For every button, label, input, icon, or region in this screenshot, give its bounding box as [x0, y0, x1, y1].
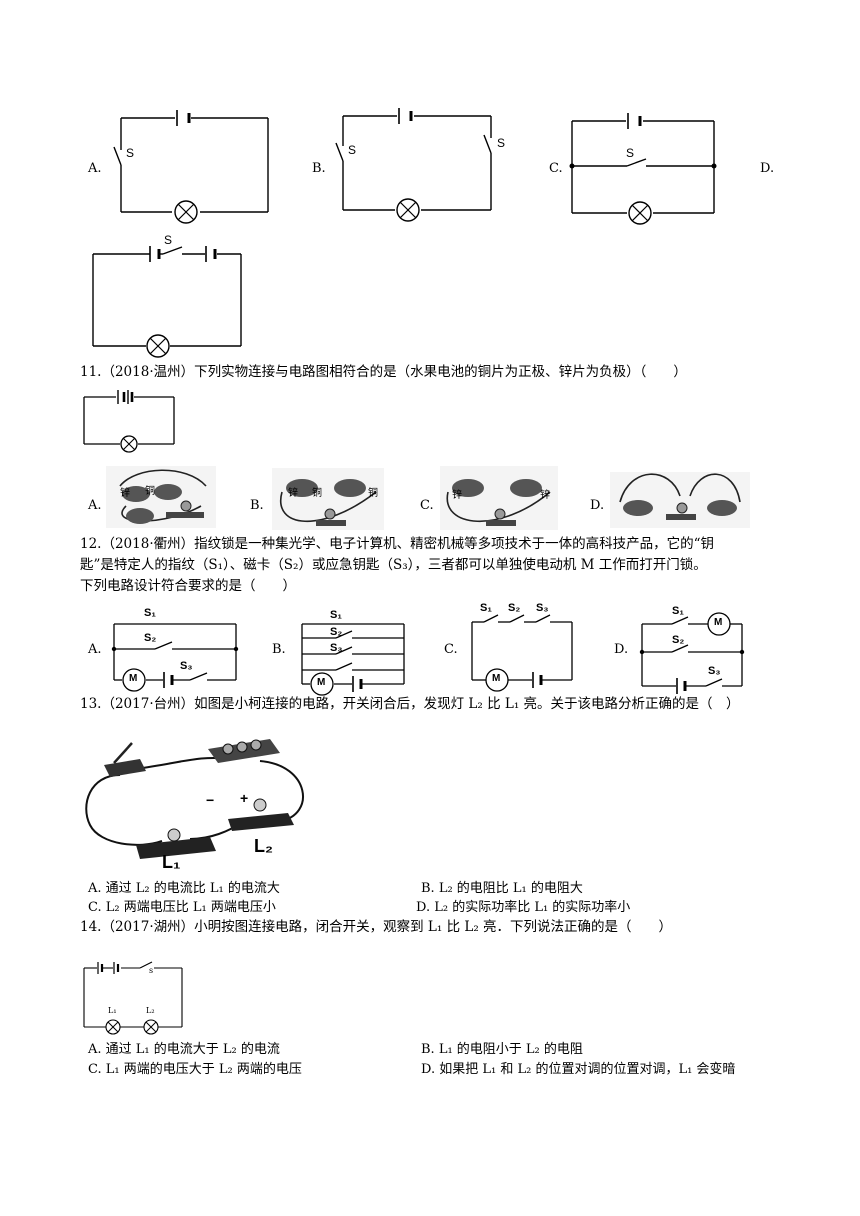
q12-d-s3-label: S₃: [708, 665, 721, 677]
q13-answer-d[interactable]: D. L₂ 的实际功率比 L₁ 的实际功率小: [416, 900, 631, 915]
q11-option-b-label[interactable]: B.: [250, 498, 264, 513]
q12-a-motor-label: M: [129, 673, 138, 684]
q11-a-zinc-label: 锌: [120, 488, 130, 499]
q12-b-motor-label: M: [317, 677, 326, 688]
q10-a-switch-label: S: [126, 146, 135, 160]
q11-stem: 11.（2018·温州）下列实物连接与电路图相符合的是（水果电池的铜片为正极、锌…: [80, 364, 687, 380]
q12-stem-line-2: 匙”是特定人的指纹（S₁）、磁卡（S₂）或应急钥匙（S₃），三者都可以单独使电动…: [80, 557, 707, 573]
q10-c-switch-label: S: [626, 146, 635, 160]
q10-d-switch-label: S: [164, 233, 173, 247]
q14-stem: 14.（2017·湖州）小明按图连接电路，闭合开关，观察到 L₁ 比 L₂ 亮．…: [80, 919, 673, 935]
q11-photo-c: [440, 466, 558, 530]
q14-answer-c[interactable]: C. L₁ 两端的电压大于 L₂ 两端的电压: [88, 1062, 302, 1077]
q12-option-a-label[interactable]: A.: [88, 642, 102, 657]
q12-option-c-label[interactable]: C.: [444, 642, 458, 657]
q12-option-b-label[interactable]: B.: [272, 642, 286, 657]
q10-option-d-label[interactable]: D.: [760, 161, 775, 176]
q11-b-copper-label-1: 铜: [312, 488, 322, 499]
q13-answer-a[interactable]: A. 通过 L₂ 的电流比 L₁ 的电流大: [88, 881, 280, 896]
q10-option-b-label[interactable]: B.: [312, 161, 326, 176]
q10-b-switch-label-left: S: [348, 143, 357, 157]
q12-option-d-label[interactable]: D.: [614, 642, 629, 657]
q12-a-s1-label: S₁: [144, 607, 156, 619]
q11-photo-d: [610, 472, 750, 528]
q12-c-s1-label: S₁: [480, 602, 492, 614]
q14-l1-label: L₁: [108, 1006, 117, 1015]
q11-a-copper-label: 铜: [145, 486, 155, 497]
q12-d-s1-label: S₁: [672, 605, 684, 617]
q14-switch-label: s: [149, 966, 154, 975]
q14-answer-a[interactable]: A. 通过 L₁ 的电流大于 L₂ 的电流: [88, 1042, 280, 1057]
q11-photo-a: [106, 466, 216, 528]
q13-minus-label: −: [206, 792, 215, 808]
q13-answer-c[interactable]: C. L₂ 两端电压比 L₁ 两端电压小: [88, 900, 276, 915]
q12-d-s2-label: S₂: [672, 634, 685, 646]
q13-l1-label: L₁: [162, 852, 181, 872]
q14-answer-d[interactable]: D. 如果把 L₁ 和 L₂ 的位置对调的位置对调，L₁ 会变暗: [421, 1062, 736, 1077]
q11-photo-b: [272, 468, 384, 530]
q12-b-s3-label: S₃: [330, 642, 343, 654]
q12-stem-line-1: 12.（2018·衢州）指纹锁是一种集光学、电子计算机、精密机械等多项技术于一体…: [80, 536, 715, 552]
q14-l2-label: L₂: [146, 1006, 155, 1015]
q10-b-switch-label-right: S: [497, 136, 506, 150]
q11-option-d-label[interactable]: D.: [590, 498, 605, 513]
q10-option-a-label[interactable]: A.: [88, 161, 102, 176]
q10-option-c-label[interactable]: C.: [549, 161, 563, 176]
q12-b-s2-label: S₂: [330, 626, 343, 638]
q11-b-copper-label-2: 铜: [368, 488, 378, 499]
q11-c-zinc-label-2: 锌: [540, 490, 550, 501]
q13-plus-label: +: [240, 790, 249, 806]
q11-c-zinc-label-1: 锌: [452, 490, 462, 501]
q11-option-c-label[interactable]: C.: [420, 498, 434, 513]
q14-answer-b[interactable]: B. L₁ 的电阻小于 L₂ 的电阻: [421, 1042, 583, 1057]
q12-c-motor-label: M: [492, 673, 501, 684]
q12-b-s1-label: S₁: [330, 609, 342, 621]
q13-circuit-photo: [85, 739, 304, 859]
q11-b-zinc-label: 锌: [288, 488, 298, 499]
q12-d-motor-label: M: [714, 617, 723, 628]
q13-l2-label: L₂: [254, 836, 273, 856]
q12-c-s3-label: S₃: [536, 602, 549, 614]
q11-option-a-label[interactable]: A.: [88, 498, 102, 513]
q12-a-s3-label: S₃: [180, 660, 193, 672]
q12-stem-line-3: 下列电路设计符合要求的是（ ）: [80, 578, 296, 594]
q12-a-s2-label: S₂: [144, 632, 157, 644]
q13-answer-b[interactable]: B. L₂ 的电阻比 L₁ 的电阻大: [421, 881, 583, 896]
q12-c-s2-label: S₂: [508, 602, 521, 614]
q13-stem: 13.（2017·台州）如图是小柯连接的电路，开关闭合后，发现灯 L₂ 比 L₁…: [80, 696, 740, 712]
